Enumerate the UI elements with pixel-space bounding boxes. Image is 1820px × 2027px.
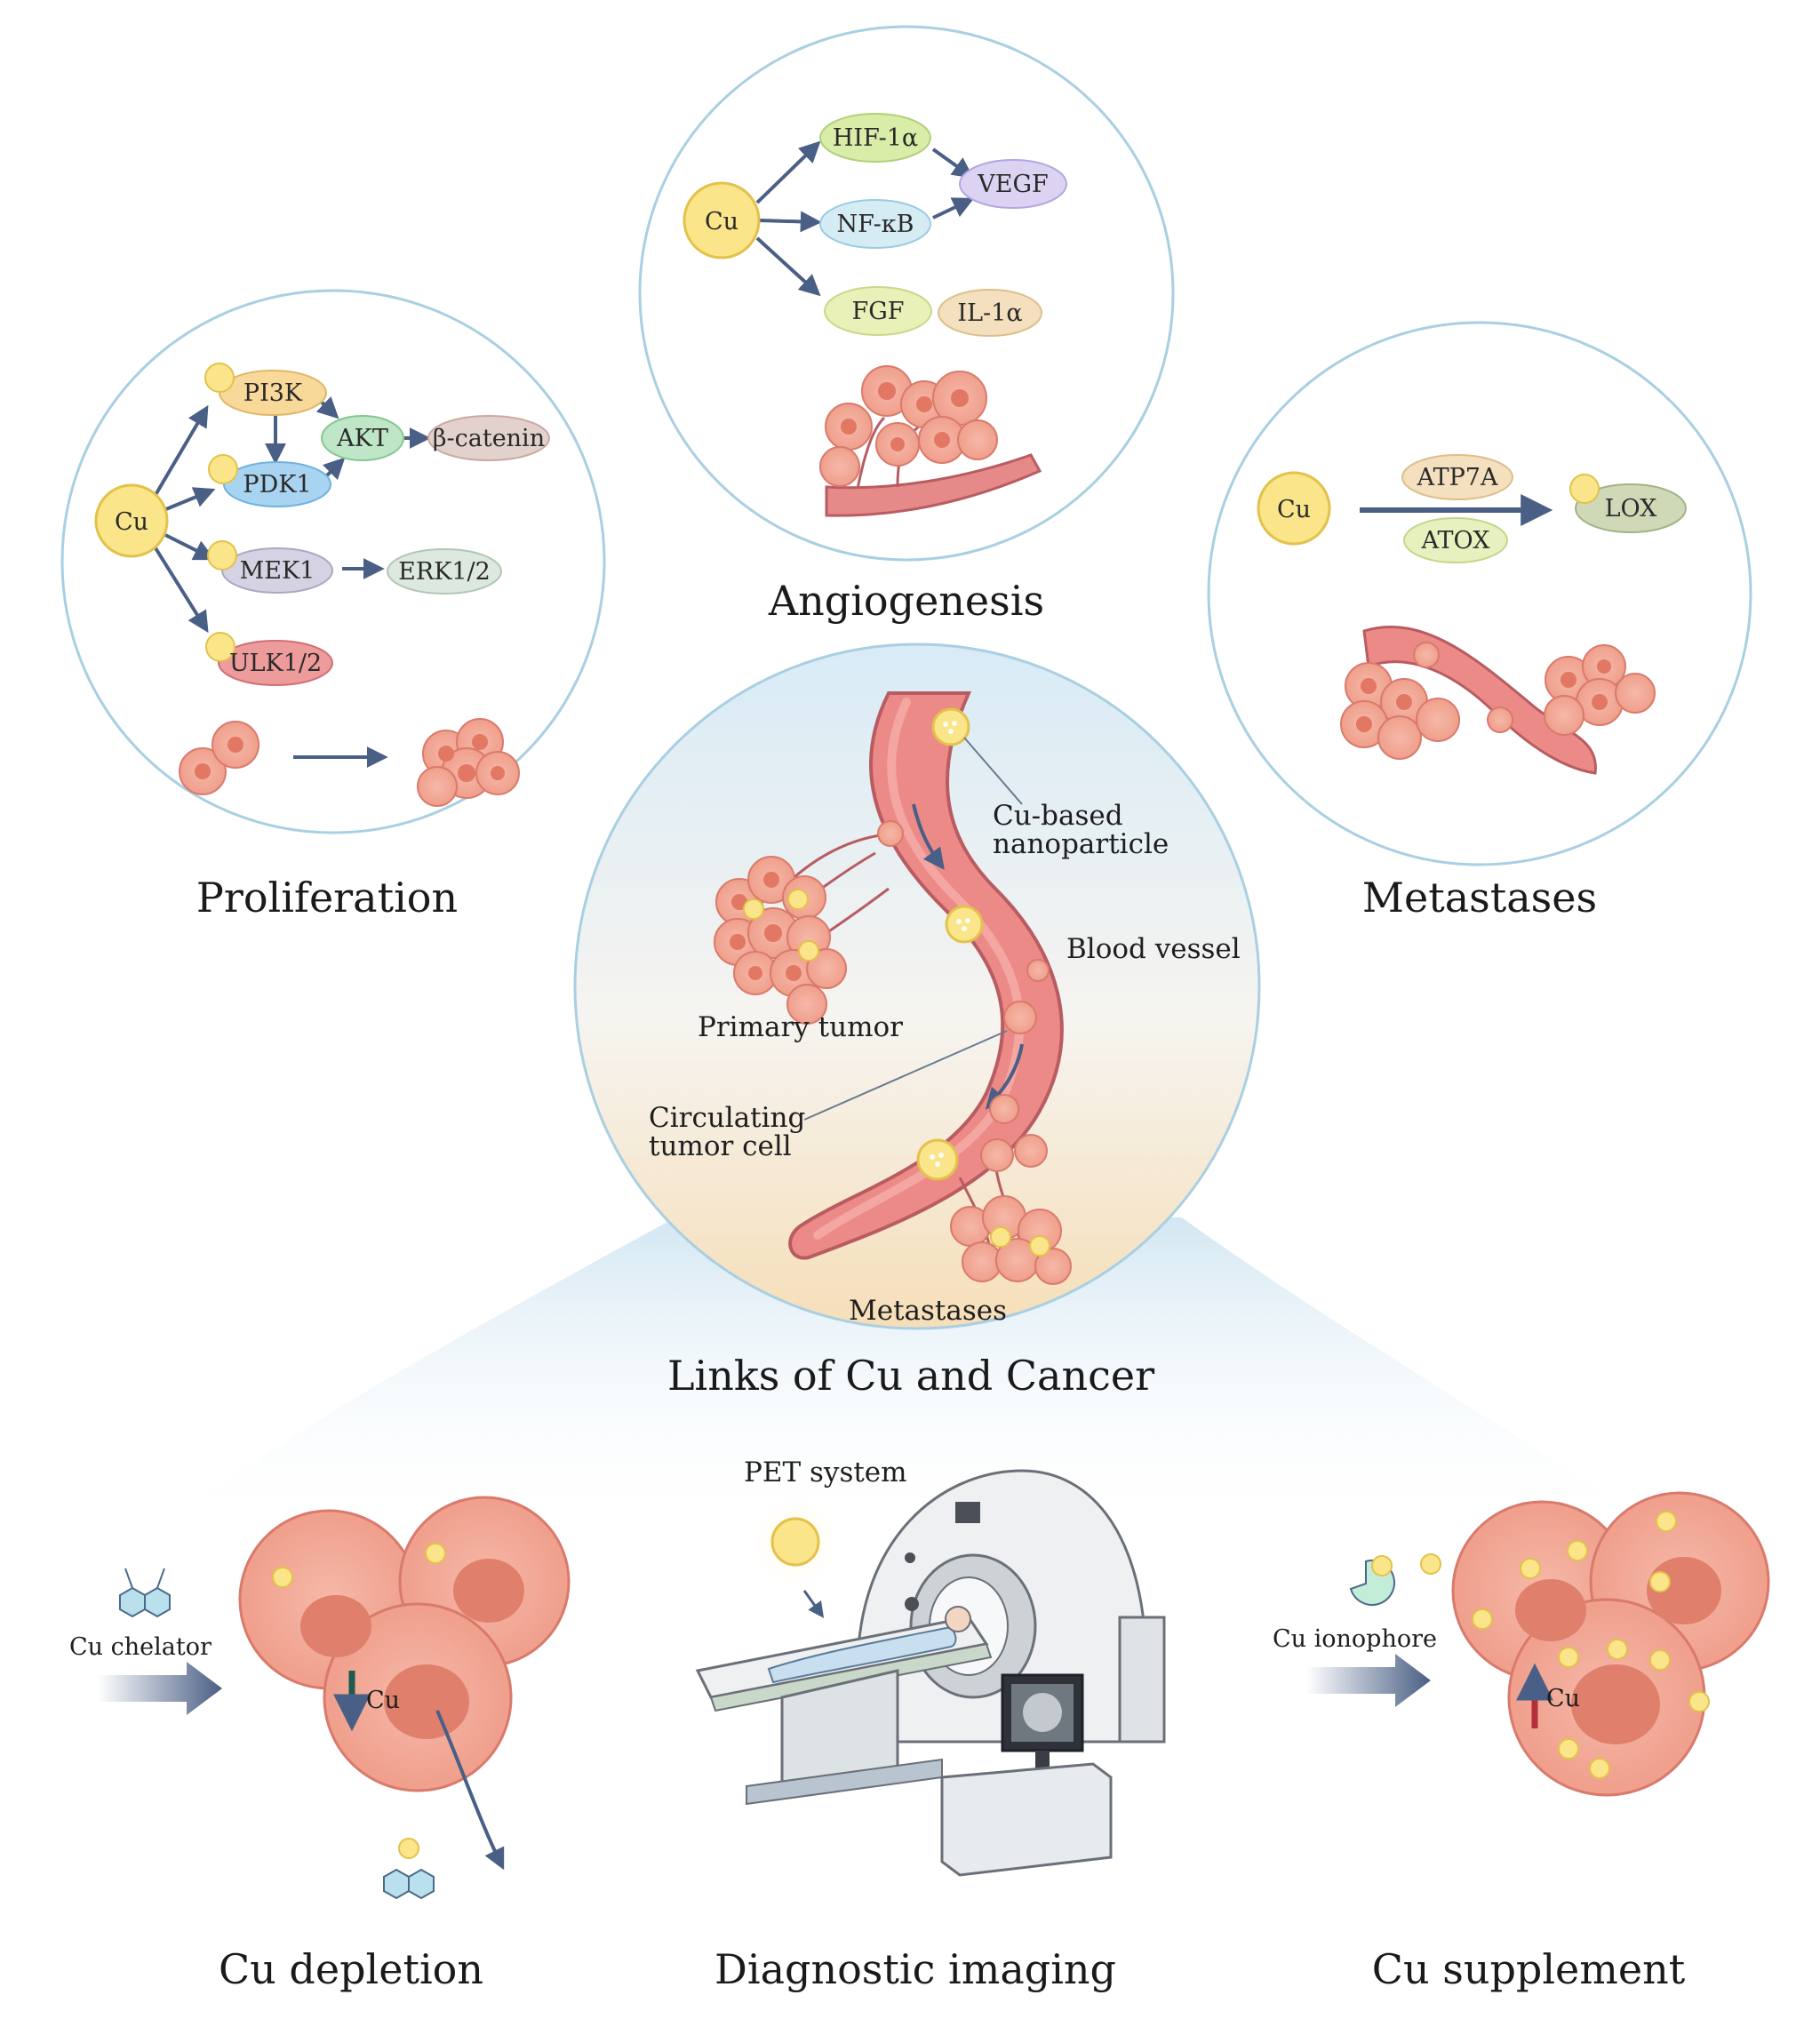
- center-circle: [573, 642, 1261, 1330]
- catenin-label: β-catenin: [433, 425, 545, 452]
- chelator-icon: [119, 1568, 171, 1618]
- depletion-cells: [238, 1496, 571, 1792]
- il1a-node: IL-1α: [938, 289, 1042, 337]
- hif-label: HIF-1α: [833, 124, 918, 152]
- chelator-arrow: [98, 1662, 222, 1715]
- catenin-node: β-catenin: [427, 415, 550, 461]
- meta-vessel-illustration: [1340, 626, 1656, 775]
- pi3k-label: PI3K: [243, 379, 303, 407]
- hif-node: HIF-1α: [819, 113, 931, 163]
- ionophore-label: Cu ionophore: [1273, 1625, 1437, 1653]
- prolif-cu-label: Cu: [115, 508, 148, 536]
- ctc-label-2: tumor cell: [649, 1130, 792, 1162]
- akt-label: AKT: [336, 425, 388, 452]
- angiogenesis-panel: Cu HIF-1α NF-κB VEGF FGF IL-1α: [638, 25, 1175, 625]
- supplement-cu-label: Cu: [1546, 1685, 1580, 1712]
- pet-label: PET system: [744, 1456, 907, 1488]
- vegf-node: VEGF: [959, 159, 1067, 209]
- angio-cu-label: Cu: [705, 208, 738, 235]
- pdk1-node: PDK1: [208, 454, 331, 507]
- meta-cu-node: Cu: [1257, 471, 1331, 546]
- depletion-title: Cu depletion: [219, 1945, 483, 1993]
- atp7a-node: ATP7A: [1401, 454, 1513, 500]
- center-title: Links of Cu and Cancer: [667, 1352, 1154, 1400]
- pet-tracer: [770, 1517, 820, 1567]
- ulk-node: ULK1/2: [205, 632, 333, 686]
- chelated-cu-icon: [383, 1838, 435, 1900]
- primary-tumor-illustration: [714, 834, 890, 1025]
- nfkb-label: NF-κB: [837, 211, 914, 238]
- erk-label: ERK1/2: [398, 558, 491, 586]
- atox-node: ATOX: [1403, 517, 1508, 563]
- mek1-label: MEK1: [240, 557, 315, 585]
- metastases-panel: Cu ATP7A ATOX LOX: [1207, 321, 1752, 922]
- angio-cu-node: Cu: [682, 181, 761, 259]
- metastases-circle: [1207, 321, 1752, 866]
- angiogenesis-title: Angiogenesis: [768, 577, 1044, 625]
- blood-vessel-label: Blood vessel: [1066, 933, 1241, 965]
- pdk1-label: PDK1: [243, 471, 311, 499]
- meta-cu-label: Cu: [1277, 496, 1311, 523]
- chelator-label: Cu chelator: [69, 1633, 212, 1661]
- center-panel: Cu-based nanoparticle Blood vessel Prima…: [573, 642, 1261, 1400]
- proliferation-circle: [60, 289, 606, 834]
- proliferation-title: Proliferation: [196, 874, 458, 922]
- pet-monitor: [940, 1673, 1113, 1877]
- pi3k-node: PI3K: [204, 363, 327, 416]
- ctc-label-1: Circulating: [649, 1102, 805, 1134]
- erk-node: ERK1/2: [387, 548, 502, 595]
- vegf-label: VEGF: [977, 171, 1049, 198]
- prolif-cells-illustration: [179, 718, 520, 807]
- nano-label-2: nanoparticle: [993, 828, 1169, 860]
- mek1-node: MEK1: [207, 540, 333, 594]
- depletion-panel: Cu chelator Cu Cu depletion: [69, 1496, 571, 1993]
- primary-tumor-label: Primary tumor: [698, 1011, 903, 1043]
- center-metastases-label: Metastases: [849, 1295, 1007, 1327]
- proliferation-panel: Cu PI3K PDK1 AKT β-catenin MEK1 ERK1/2: [60, 289, 606, 922]
- fgf-label: FGF: [851, 298, 904, 325]
- fgf-node: FGF: [824, 286, 932, 336]
- lox-label: LOX: [1605, 495, 1658, 523]
- il1a-label: IL-1α: [957, 299, 1022, 327]
- prolif-cu-node: Cu: [94, 483, 169, 558]
- nfkb-node: NF-κB: [819, 199, 931, 249]
- nanoparticles: [916, 707, 984, 1181]
- fan-background: [151, 1217, 1671, 1537]
- metastases-title: Metastases: [1362, 874, 1597, 922]
- pet-bed: [695, 1606, 993, 1806]
- supplement-panel: Cu ionophore Cu Cu supplement: [1273, 1491, 1770, 1993]
- atp7a-label: ATP7A: [1417, 464, 1498, 491]
- imaging-panel: PET system: [695, 1456, 1166, 1993]
- supplement-title: Cu supplement: [1372, 1945, 1686, 1993]
- angio-tumor-illustration: [819, 365, 1042, 517]
- ulk-label: ULK1/2: [229, 650, 322, 677]
- nano-label-1: Cu-based: [993, 800, 1123, 832]
- ionophore-arrow: [1306, 1654, 1431, 1707]
- akt-node: AKT: [321, 415, 404, 461]
- supplement-cells: [1451, 1491, 1770, 1797]
- atox-label: ATOX: [1421, 527, 1491, 555]
- lox-node: LOX: [1569, 474, 1687, 533]
- center-metastases-illustration: [950, 1134, 1072, 1285]
- depletion-cu-label: Cu: [366, 1687, 400, 1714]
- imaging-title: Diagnostic imaging: [714, 1945, 1116, 1993]
